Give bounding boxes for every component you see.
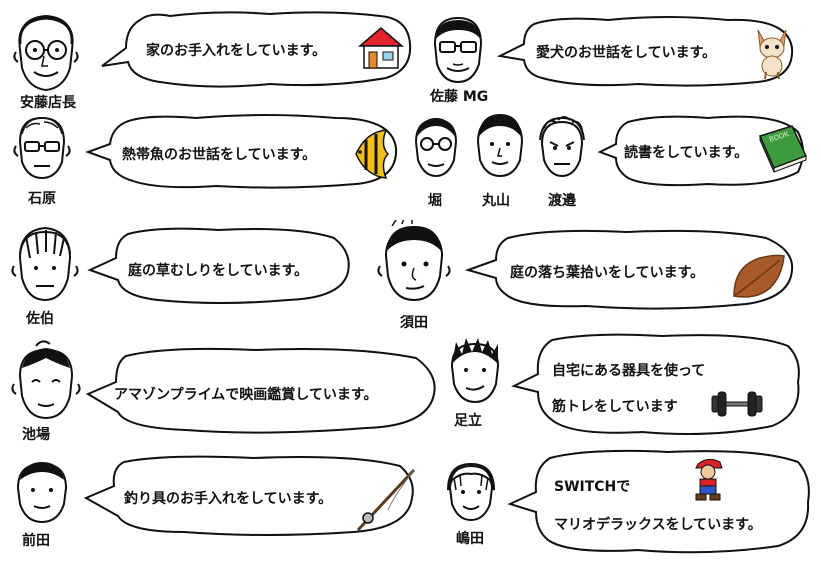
avatar-watanabe xyxy=(534,114,590,180)
avatar-suda xyxy=(372,220,456,304)
name-maruyama: 丸山 xyxy=(482,193,510,209)
activity-ando: 家のお手入れをしています。 xyxy=(146,43,327,59)
avatar-hori xyxy=(408,114,464,180)
mario-icon xyxy=(695,458,723,501)
activity-saeki: 庭の草むしりをしています。 xyxy=(128,263,309,279)
name-ando: 安藤店長 xyxy=(20,95,76,111)
speech-bubble-sato: 愛犬のお世話をしています。 xyxy=(496,14,798,88)
avatar-maruyama xyxy=(470,112,530,180)
book-icon: BOOK xyxy=(758,125,808,173)
dumbbell-icon xyxy=(711,391,763,417)
name-ishihara: 石原 xyxy=(28,191,56,207)
activity-suda: 庭の落ち葉拾いをしています。 xyxy=(510,265,705,281)
name-ikeba: 池場 xyxy=(22,427,50,443)
name-watanabe: 渡邉 xyxy=(548,193,576,209)
tropical-fish-icon xyxy=(355,129,390,179)
speech-bubble-maeda: 釣り具のお手入れをしています。 xyxy=(83,452,420,538)
avatar-ishihara xyxy=(10,112,74,184)
avatar-maeda xyxy=(8,458,76,526)
speech-bubble-ikeba: アマゾンプライムで映画鑑賞しています。 xyxy=(85,344,442,436)
activity-ikeba: アマゾンプライムで映画鑑賞しています。 xyxy=(114,387,378,403)
activity-reading: 読書をしています。 xyxy=(624,145,749,161)
activity-adachi-line2: 筋トレをしています xyxy=(552,399,678,415)
leaf-icon xyxy=(733,254,785,298)
avatar-adachi xyxy=(442,336,508,406)
house-icon xyxy=(358,27,404,69)
activity-ishihara: 熱帯魚のお世話をしています。 xyxy=(122,147,317,163)
activity-shimada-line2: マリオデラックスをしています。 xyxy=(554,517,762,533)
name-adachi: 足立 xyxy=(454,413,482,429)
avatar-sato xyxy=(423,12,493,86)
speech-bubble-suda: 庭の落ち葉拾いをしています。 xyxy=(464,226,800,312)
speech-bubble-reading: 読書をしています。 BOOK xyxy=(597,112,808,190)
activity-adachi-line1: 自宅にある器具を使って xyxy=(552,363,706,379)
activity-shimada-line1: SWITCHで xyxy=(554,479,631,495)
speech-bubble-saeki: 庭の草むしりをしています。 xyxy=(87,222,356,308)
name-suda: 須田 xyxy=(400,315,428,331)
speech-bubble-ando: 家のお手入れをしています。 xyxy=(100,8,418,90)
speech-bubble-shimada: SWITCHで マリオデラックスをしています。 xyxy=(507,446,814,558)
fishing-rod-icon xyxy=(356,468,416,532)
name-hori: 堀 xyxy=(428,193,442,209)
activity-sato: 愛犬のお世話をしています。 xyxy=(536,45,717,61)
speech-bubble-adachi: 自宅にある器具を使って 筋トレをしています xyxy=(511,330,804,440)
name-shimada: 嶋田 xyxy=(456,531,484,547)
avatar-shimada xyxy=(440,460,502,524)
name-saeki: 佐伯 xyxy=(26,311,54,327)
activity-maeda: 釣り具のお手入れをしています。 xyxy=(124,491,333,507)
name-maeda: 前田 xyxy=(22,533,50,549)
speech-bubble-ishihara: 熱帯魚のお世話をしています。 xyxy=(85,110,404,192)
avatar-saeki xyxy=(6,224,84,306)
chihuahua-icon xyxy=(757,29,787,80)
avatar-ando xyxy=(6,8,86,92)
avatar-ikeba xyxy=(6,338,86,424)
name-sato: 佐藤 MG xyxy=(430,89,489,105)
